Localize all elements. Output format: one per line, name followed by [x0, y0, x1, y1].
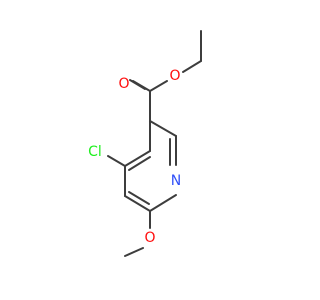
atom-ring-nitrogen: N [171, 173, 181, 189]
bond-n1-c6 [149, 194, 177, 212]
bond-carbonyl-o-double [129, 79, 146, 90]
atom-carbonyl-oxygen: O [118, 76, 129, 92]
molecule-canvas: O O Cl N O [88, 30, 202, 257]
bond-c4-c3-double [128, 156, 151, 171]
bonds [107, 30, 202, 257]
bond-ester-o-ch2 [182, 60, 202, 73]
atom-chlorine: Cl [88, 144, 102, 160]
atom-methoxy-oxygen: O [144, 230, 155, 246]
bond-c6-c5 [124, 195, 151, 212]
structure-diagram: O O Cl N O [88, 30, 202, 257]
bond-c4-cl [107, 155, 126, 167]
bond-c3-c2 [149, 120, 177, 137]
bond-carbonyl-ester-o [149, 80, 168, 92]
bond-methoxy-o-ch3 [124, 247, 144, 257]
bond-c6-c5-double [128, 191, 150, 205]
atom-ester-oxygen: O [169, 68, 180, 84]
bond-c4-c3 [124, 150, 151, 167]
